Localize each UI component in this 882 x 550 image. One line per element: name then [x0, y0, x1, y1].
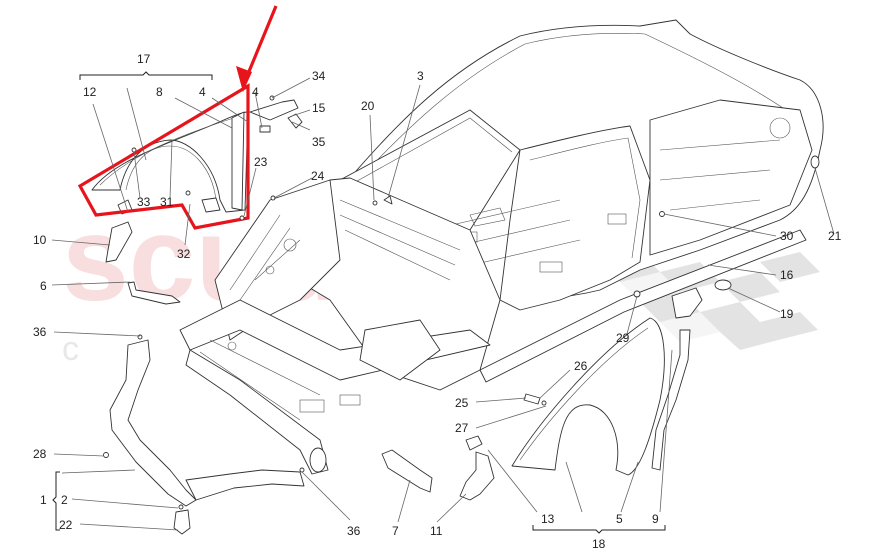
callout-23[interactable]: 23: [254, 155, 268, 169]
callout-20[interactable]: 20: [361, 99, 375, 113]
callout-15[interactable]: 15: [312, 101, 326, 115]
loose-parts[interactable]: [103, 155, 820, 535]
highlight-outline: [77, 83, 250, 230]
callout-labels: 17 12 8 4 4 34 15 35 33 31 32 23 24 20 3…: [33, 52, 842, 550]
callout-17[interactable]: 17: [137, 52, 151, 66]
callout-11[interactable]: 11: [430, 524, 443, 538]
callout-8[interactable]: 8: [156, 85, 163, 99]
callout-4-second[interactable]: 4: [252, 85, 259, 99]
callout-32[interactable]: 32: [177, 247, 191, 261]
callout-19[interactable]: 19: [780, 307, 794, 321]
callout-21[interactable]: 21: [828, 229, 842, 243]
group-braces: [52, 71, 666, 534]
callout-30[interactable]: 30: [780, 229, 794, 243]
callout-24[interactable]: 24: [311, 169, 325, 183]
callout-7[interactable]: 7: [392, 524, 399, 538]
callout-5[interactable]: 5: [616, 512, 623, 526]
callout-31[interactable]: 31: [160, 195, 174, 209]
callout-10[interactable]: 10: [33, 233, 47, 247]
callout-27[interactable]: 27: [455, 421, 469, 435]
brace-group-17: [79, 71, 213, 80]
callout-35[interactable]: 35: [312, 135, 326, 149]
callout-16[interactable]: 16: [780, 268, 794, 282]
highlight-marker: [77, 5, 278, 230]
callout-12[interactable]: 12: [83, 85, 97, 99]
leader-lines: [51, 77, 835, 531]
car-body-shell[interactable]: [179, 19, 824, 475]
callout-28[interactable]: 28: [33, 447, 47, 461]
brace-group-1: [52, 471, 60, 531]
callout-1[interactable]: 1: [40, 493, 47, 507]
watermark-letter-c: c: [62, 330, 79, 368]
callout-29[interactable]: 29: [616, 331, 630, 345]
callout-25[interactable]: 25: [455, 396, 469, 410]
callout-33[interactable]: 33: [137, 195, 151, 209]
callout-4[interactable]: 4: [199, 85, 206, 99]
callout-2[interactable]: 2: [61, 493, 68, 507]
callout-9[interactable]: 9: [652, 512, 659, 526]
callout-6[interactable]: 6: [40, 279, 47, 293]
callout-36[interactable]: 36: [33, 325, 47, 339]
callout-18[interactable]: 18: [592, 537, 606, 550]
highlight-arrow-head: [236, 66, 252, 92]
brace-group-18: [532, 525, 666, 534]
callout-3[interactable]: 3: [417, 69, 424, 83]
callout-36-lower[interactable]: 36: [347, 524, 361, 538]
callout-22[interactable]: 22: [59, 518, 73, 532]
callout-13[interactable]: 13: [541, 512, 555, 526]
callout-26[interactable]: 26: [574, 359, 588, 373]
callout-34[interactable]: 34: [312, 69, 326, 83]
